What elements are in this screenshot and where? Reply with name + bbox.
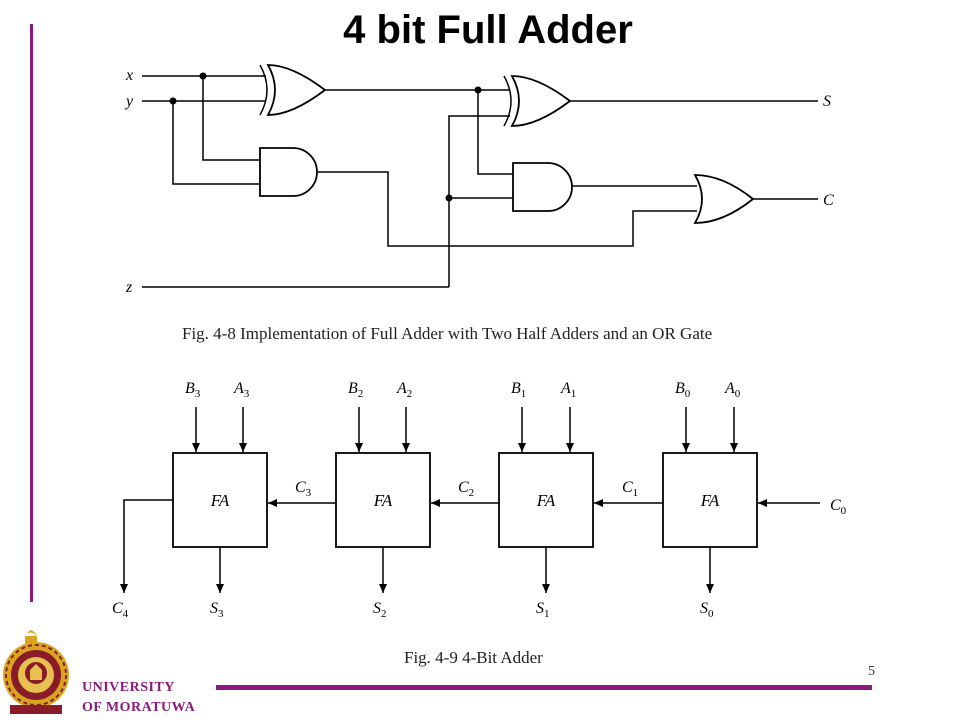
left-accent-bar [30,24,33,602]
a1-label: A1 [560,380,576,400]
c4-label: C4 [112,600,129,620]
carry-arrows [120,499,820,593]
input-z-label: z [125,279,133,296]
sum-labels: S3 S2 S1 S0 [210,600,714,620]
circuit-wires [142,75,818,288]
input-y-label: y [124,93,134,110]
input-arrows [192,407,738,452]
or-gate [693,174,755,224]
page-title: 4 bit Full Adder [343,8,633,52]
and-gate-2 [512,162,573,212]
svg-text:FA: FA [536,491,556,510]
fa-block-1: FA [498,452,594,548]
xor-gate-2 [503,75,572,127]
wire-junctions [169,72,482,202]
svg-text:FA: FA [210,491,230,510]
a0-label: A0 [724,380,741,400]
b3-label: B3 [185,380,201,400]
fig-4-9-caption: Fig. 4-9 4-Bit Adder [404,648,543,667]
c3-label: C3 [295,479,312,499]
full-adder-circuit: x y z S C [124,64,834,343]
s0-label: S0 [700,600,714,620]
university-name-line1: UNIVERSITY [82,680,175,695]
fa-block-0: FA [662,452,758,548]
fig-4-8-caption: Fig. 4-8 Implementation of Full Adder wi… [182,324,712,343]
s1-label: S1 [536,600,550,620]
s2-label: S2 [373,600,387,620]
c0-label: C0 [830,497,847,517]
s3-label: S3 [210,600,224,620]
university-name-line2: OF MORATUWA [82,700,196,715]
input-x-label: x [125,67,133,84]
output-s-label: S [823,93,831,110]
input-labels: B3 A3 B2 A2 B1 A1 B0 A0 [185,380,741,400]
fa-block-3: FA [172,452,268,548]
xor-gate-1 [259,64,327,116]
university-logo [3,630,69,714]
fa-block-2: FA [335,452,431,548]
a2-label: A2 [396,380,412,400]
university-name: UNIVERSITY OF MORATUWA [82,678,195,718]
b1-label: B1 [511,380,526,400]
and-gate-1 [259,147,318,197]
svg-text:FA: FA [700,491,720,510]
c1-label: C1 [622,479,638,499]
c2-label: C2 [458,479,474,499]
svg-text:FA: FA [373,491,393,510]
b0-label: B0 [675,380,691,400]
sum-arrows [216,547,714,593]
b2-label: B2 [348,380,363,400]
a3-label: A3 [233,380,250,400]
page-number: 5 [868,664,875,679]
four-bit-adder-diagram: FA FA FA FA [112,380,847,667]
carry-labels: C3 C2 C1 C0 C4 [112,479,847,620]
footer-accent-bar [216,685,872,690]
output-c-label: C [823,192,834,209]
